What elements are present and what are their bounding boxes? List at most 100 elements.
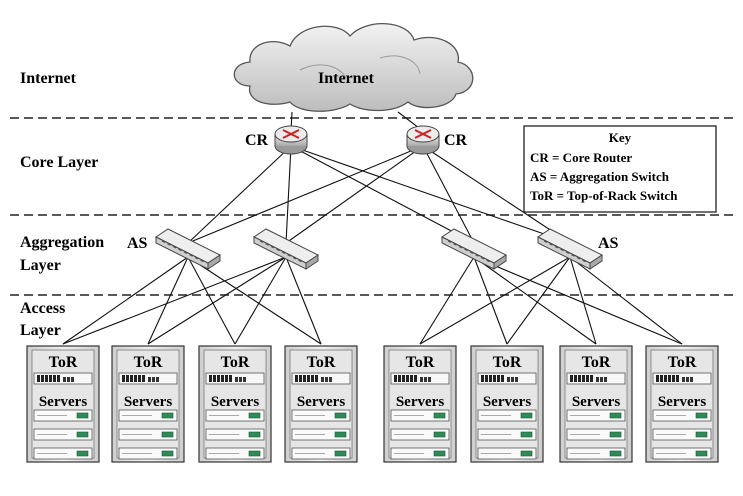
aggregation-tor-link [62,256,287,345]
server-unit [652,409,712,422]
aggregation-switch-icon [537,228,603,270]
server-rack: ToR Servers [559,345,633,463]
aggregation-switch-icon [441,228,507,270]
server-unit [118,428,178,441]
server-unit [205,447,265,460]
aggregation-tor-link [147,256,189,345]
server-unit [205,428,265,441]
aggregation-tor-link [569,256,597,345]
aggregation-tor-link [62,256,189,345]
core-aggregation-link [422,145,571,244]
key-item: AS = Aggregation Switch [530,169,670,184]
servers-label: Servers [124,394,172,410]
tor-label: ToR [406,354,435,371]
aggregation-tor-link [285,256,322,345]
servers-label: Servers [572,394,620,410]
core-aggregation-link [285,145,424,244]
key-item: ToR = Top-of-Rack Switch [530,188,678,203]
server-unit [390,447,450,460]
server-unit [118,447,178,460]
key-item: CR = Core Router [530,150,632,165]
aggregation-tor-link [187,256,236,345]
aggregation-tor-link [473,256,597,345]
server-rack: ToR Servers [284,345,358,463]
layer-label-core: Core Layer [20,154,98,171]
tor-label: ToR [221,354,250,371]
core-router-label: CR [444,132,468,149]
tor-label: ToR [668,354,697,371]
servers-label: Servers [396,394,444,410]
internet-cloud-icon [233,23,474,112]
core-aggregation-link [290,145,571,244]
server-unit [205,409,265,422]
server-unit [390,409,450,422]
layer-label-aggregation: Aggregation [20,234,104,251]
core-router-label: CR [245,132,269,149]
server-racks: ToR Servers ToR Servers ToR Servers ToR Servers… [26,345,719,463]
layer-label-internet: Internet [20,70,77,87]
server-unit [477,447,537,460]
aggregation-tor-link [234,256,287,345]
aggregation-tor-link [473,256,508,345]
layer-label-access-2: Layer [20,322,61,339]
server-unit [33,409,93,422]
server-rack: ToR Servers [645,345,719,463]
server-unit [291,409,351,422]
key-legend: Key CR = Core Router AS = Aggregation Sw… [523,125,717,213]
core-aggregation-link [187,145,292,244]
core-router-icon [274,125,308,155]
aggregation-tor-link [147,256,287,345]
server-rack: ToR Servers [26,345,100,463]
key-box [523,125,717,213]
connection-links [62,111,683,345]
aggregation-tor-link [419,256,475,345]
server-unit [652,447,712,460]
core-aggregation-link [285,145,292,244]
server-unit [291,447,351,460]
server-unit [566,447,626,460]
server-rack: ToR Servers [111,345,185,463]
core-aggregation-link [290,145,475,244]
servers-label: Servers [297,394,345,410]
aggregation-tor-link [187,256,322,345]
layer-separators [10,117,735,296]
server-unit [291,428,351,441]
server-unit [390,428,450,441]
aggregation-tor-link [419,256,571,345]
aggregation-tor-link [473,256,683,345]
aggregation-switch-label: AS [598,235,619,252]
aggregation-tor-link [506,256,571,345]
server-unit [33,447,93,460]
aggregation-switch-icon [253,228,319,270]
tor-label: ToR [582,354,611,371]
tor-label: ToR [134,354,163,371]
server-unit [652,428,712,441]
aggregation-switch-label: AS [127,235,148,252]
servers-label: Servers [483,394,531,410]
server-rack: ToR Servers [198,345,272,463]
layer-label-access: Access [20,300,65,317]
aggregation-tor-link [569,256,683,345]
server-unit [477,409,537,422]
server-rack: ToR Servers [470,345,544,463]
tor-label: ToR [307,354,336,371]
layer-label-aggregation-2: Layer [20,257,61,274]
core-aggregation-link [187,145,424,244]
server-unit [33,428,93,441]
servers-label: Servers [658,394,706,410]
aggregation-switch-icon [155,228,221,270]
server-unit [118,409,178,422]
server-rack: ToR Servers [383,345,457,463]
servers-label: Servers [39,394,87,410]
tor-label: ToR [493,354,522,371]
cloud-label: Internet [318,70,375,87]
core-aggregation-link [422,145,475,244]
tor-label: ToR [49,354,78,371]
aggregation-switches [155,228,603,270]
server-unit [477,428,537,441]
key-title: Key [609,130,632,145]
servers-label: Servers [211,394,259,410]
server-unit [566,409,626,422]
server-unit [566,428,626,441]
